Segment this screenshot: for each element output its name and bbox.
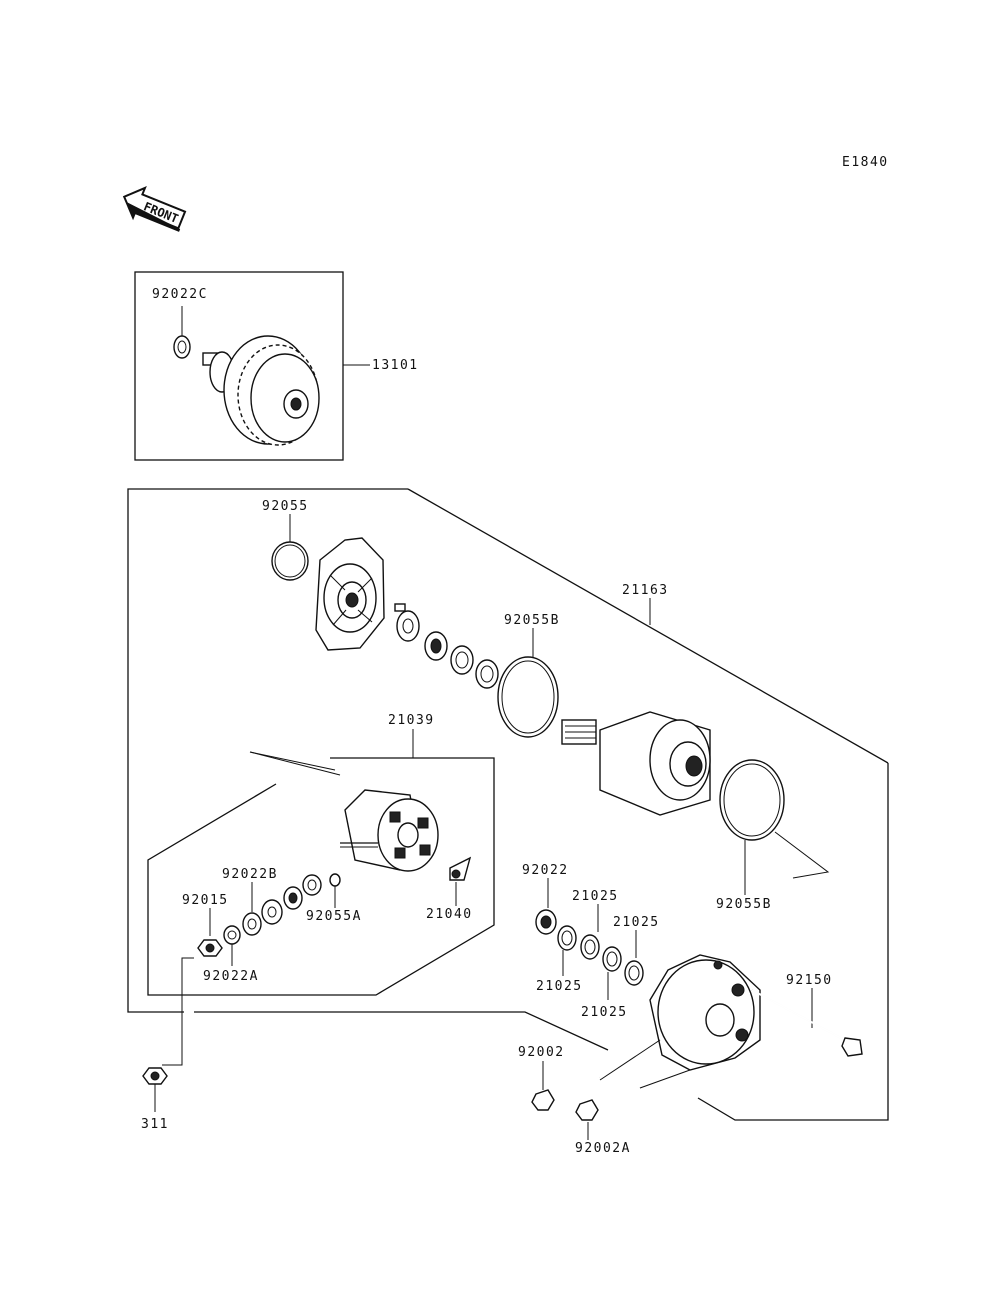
label-21025-c: 21025 bbox=[536, 979, 583, 994]
o-ring-92055B-top bbox=[497, 656, 559, 738]
bolt-92002 bbox=[531, 1076, 601, 1111]
label-92055B-bottom: 92055B bbox=[716, 897, 772, 912]
washer-1 bbox=[424, 631, 448, 661]
washer-3 bbox=[475, 659, 499, 689]
label-21039: 21039 bbox=[388, 713, 435, 728]
o-ring-92055A bbox=[329, 873, 341, 887]
front-arrow-icon: FRONT bbox=[122, 186, 187, 232]
label-92015: 92015 bbox=[182, 893, 229, 908]
o-ring-92055 bbox=[271, 541, 309, 581]
starter-clutch-box bbox=[134, 271, 344, 461]
drawing-id: E1840 bbox=[842, 155, 889, 170]
label-92002A: 92002A bbox=[575, 1141, 631, 1156]
nut-92015 bbox=[197, 939, 223, 957]
label-21040: 21040 bbox=[426, 907, 473, 922]
washer-stack-92022B bbox=[242, 874, 322, 936]
label-92055A: 92055A bbox=[306, 909, 362, 924]
washer-92022C bbox=[173, 335, 191, 359]
front-cover bbox=[315, 537, 385, 651]
label-21025-d: 21025 bbox=[581, 1005, 628, 1020]
assembly-outline-21163 bbox=[127, 488, 408, 1013]
through-bolt-92150 bbox=[751, 989, 863, 1057]
washer-92022 bbox=[535, 909, 557, 935]
oil-seal bbox=[394, 603, 420, 642]
label-92055: 92055 bbox=[262, 499, 309, 514]
nut-311 bbox=[142, 1067, 168, 1085]
brush-holder-box-21039 bbox=[147, 757, 495, 996]
starter-clutch-13101 bbox=[202, 335, 320, 446]
label-21025-a: 21025 bbox=[572, 889, 619, 904]
label-92022B: 92022B bbox=[222, 867, 278, 882]
bolt-92002A bbox=[575, 1086, 641, 1121]
label-92002: 92002 bbox=[518, 1045, 565, 1060]
brush-plate bbox=[340, 789, 439, 872]
label-21163: 21163 bbox=[622, 583, 669, 598]
terminal-21040 bbox=[449, 856, 472, 881]
label-92055B-top: 92055B bbox=[504, 613, 560, 628]
o-ring-92055B-bottom bbox=[719, 759, 785, 841]
label-13101: 13101 bbox=[372, 358, 419, 373]
washer-92022A bbox=[223, 925, 241, 945]
label-311: 311 bbox=[141, 1117, 169, 1132]
washer-2 bbox=[450, 645, 474, 675]
label-92022: 92022 bbox=[522, 863, 569, 878]
label-92150: 92150 bbox=[786, 973, 833, 988]
label-92022C: 92022C bbox=[152, 287, 208, 302]
starter-yoke-armature bbox=[561, 711, 711, 816]
shims-21025 bbox=[557, 925, 644, 986]
label-92022A: 92022A bbox=[203, 969, 259, 984]
label-21025-b: 21025 bbox=[613, 915, 660, 930]
rear-cover bbox=[649, 954, 761, 1071]
